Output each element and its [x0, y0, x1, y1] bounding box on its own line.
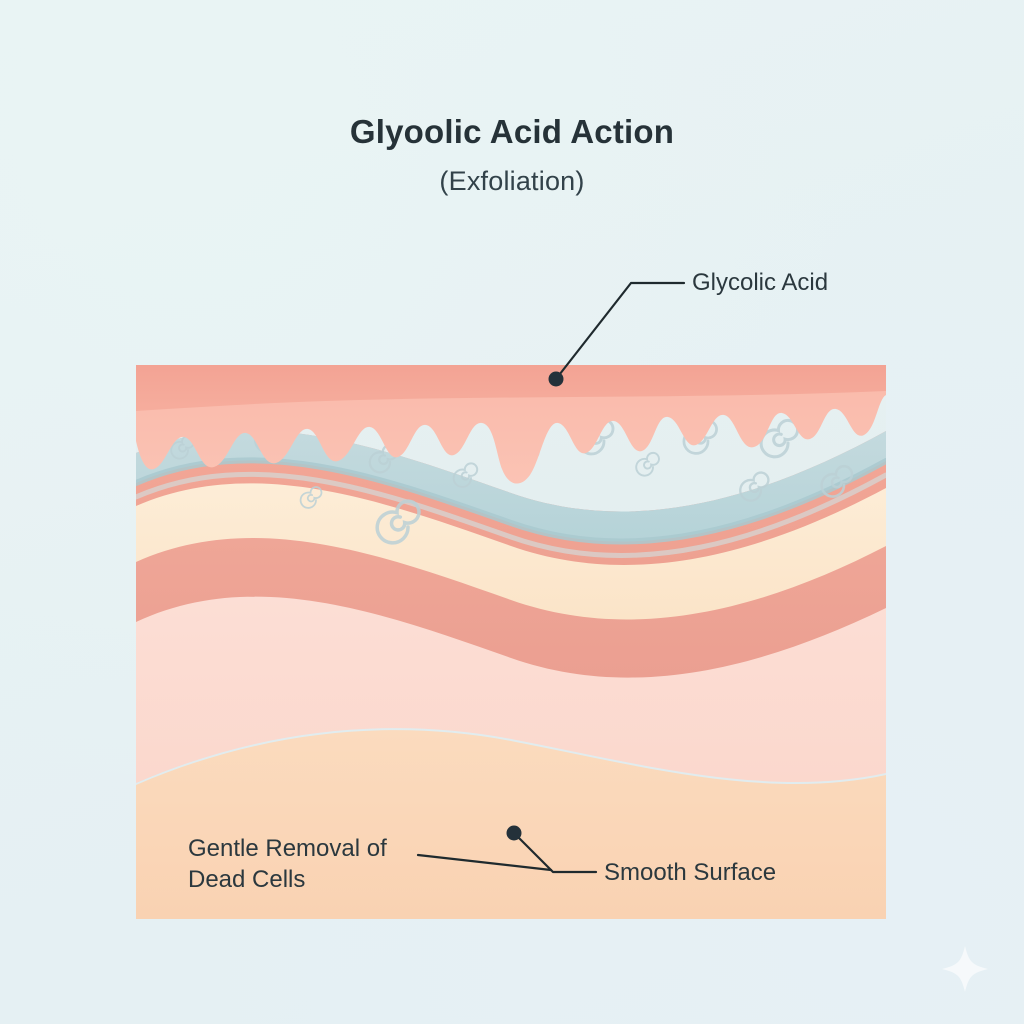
- sparkle-icon: [942, 946, 988, 992]
- page-title: Glyoolic Acid Action: [349, 113, 675, 150]
- swirl-icon: [759, 418, 800, 459]
- layer-stratum-corneum-blue: [136, 430, 886, 542]
- swirl-icon: [635, 451, 660, 477]
- label-smooth-surface: Smooth Surface: [604, 859, 777, 886]
- label-glycolic-acid: Glycolic Acid: [692, 269, 829, 296]
- swirl-icon: [375, 499, 421, 545]
- layer-basal-pink: [136, 595, 886, 783]
- layer-granular-cream: [136, 482, 886, 620]
- heading-block: Glyoolic Acid Action (Exfoliation): [0, 112, 1024, 197]
- layer-blue-highlight-stroke: [136, 471, 886, 558]
- label-gentle-removal-dead-cells: Gentle Removal of Dead Cells: [188, 835, 387, 893]
- layer-surface-band-salmon: [136, 365, 886, 411]
- swirl-icon: [299, 486, 323, 509]
- layer-spinous-coral: [136, 537, 886, 678]
- layer-blue-top-stroke: [136, 457, 886, 545]
- swirl-icon: [820, 464, 854, 498]
- layer-dermis-peach: [136, 730, 886, 919]
- page-subtitle: (Exfoliation): [439, 165, 585, 196]
- skin-cross-section-diagram: [136, 365, 886, 919]
- swirl-icon: [739, 471, 770, 502]
- swirl-icon: [452, 462, 479, 488]
